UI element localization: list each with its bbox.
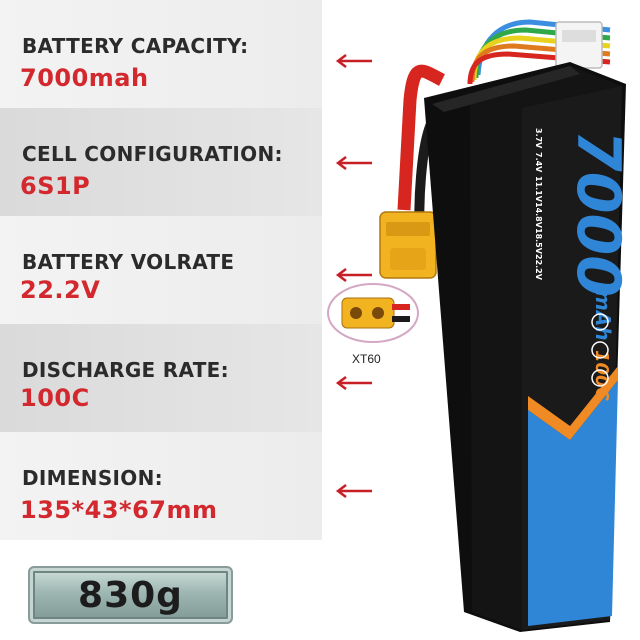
spec-value: 100C — [20, 384, 90, 412]
spec-value: 135*43*67mm — [20, 496, 218, 524]
ce-mark-icon — [591, 313, 609, 331]
spec-value: 22.2V — [20, 276, 101, 304]
spec-row-capacity: BATTERY CAPACITY: 7000mah — [0, 0, 322, 108]
spec-row-discharge-rate: DISCHARGE RATE: 100C — [0, 324, 322, 432]
cell-readout: 22.2V — [534, 254, 543, 281]
battery-image: 7000 mAh 100C 3.7V 7.4V 11.1V 14.8V 18.5… — [379, 19, 633, 632]
spec-value: 6S1P — [20, 172, 91, 200]
spec-row-cell-configuration: CELL CONFIGURATION: 6S1P — [0, 108, 322, 216]
capacity-big-text: 7000 — [563, 130, 633, 297]
cell-readout: 3.7V — [534, 128, 543, 149]
arrow-left-icon — [335, 268, 372, 282]
spec-row-voltage: BATTERY VOLRATE 22.2V — [0, 216, 322, 324]
cell-readout: 7.4V — [534, 152, 543, 173]
rohs-mark-icon — [591, 341, 609, 359]
spec-value: 7000mah — [20, 64, 149, 92]
spec-label: BATTERY VOLRATE — [22, 250, 235, 274]
cell-readout: 14.8V — [534, 202, 543, 229]
weight-value: 830g — [78, 575, 183, 616]
spec-label: DIMENSION: — [22, 466, 163, 490]
rate-text: 100C — [591, 350, 612, 402]
spec-label: BATTERY CAPACITY: — [22, 34, 249, 58]
arrow-left-icon — [335, 156, 372, 170]
spec-label: DISCHARGE RATE: — [22, 358, 229, 382]
arrow-left-icon — [335, 484, 372, 498]
cell-readout: 11.1V — [534, 176, 543, 203]
spec-list: BATTERY CAPACITY: 7000mah CELL CONFIGURA… — [0, 0, 322, 560]
spec-row-dimension: DIMENSION: 135*43*67mm — [0, 432, 322, 540]
cell-readout: 18.5V — [534, 228, 543, 255]
weight-badge: 830g — [28, 566, 233, 624]
arrow-left-icon — [335, 376, 372, 390]
recycle-mark-icon — [591, 369, 609, 387]
xt60-connector-icon — [327, 283, 419, 343]
connector-label: XT60 — [352, 352, 381, 366]
spec-label: CELL CONFIGURATION: — [22, 142, 283, 166]
arrow-left-icon — [335, 54, 372, 68]
